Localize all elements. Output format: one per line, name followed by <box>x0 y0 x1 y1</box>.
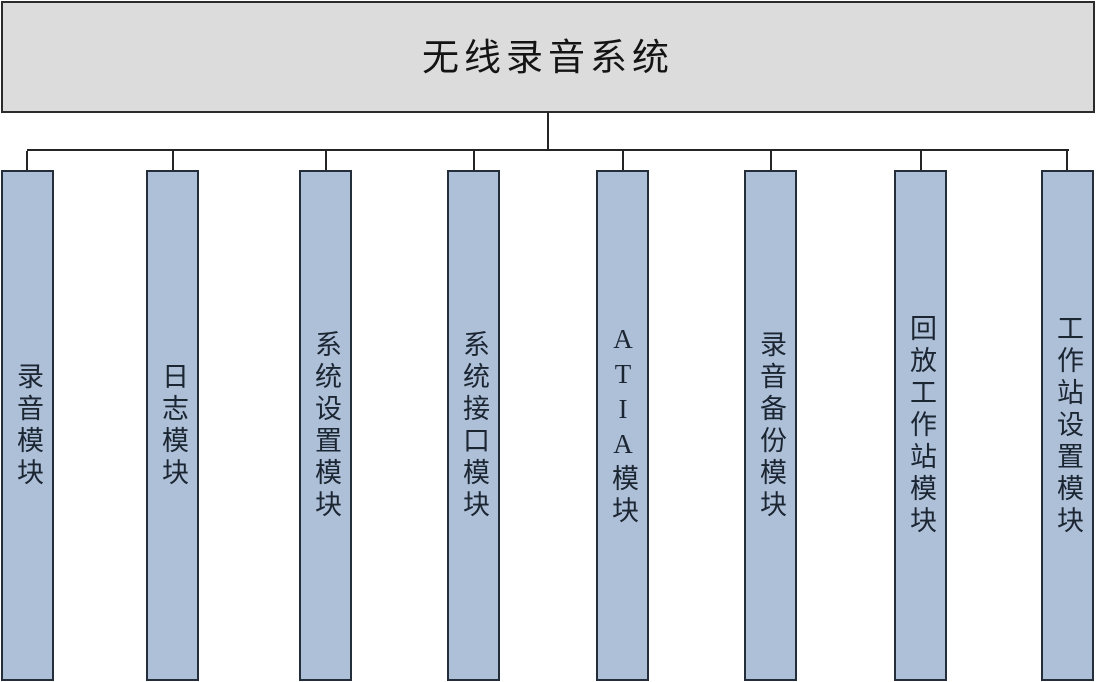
module-node-log: 日志模块 <box>146 170 199 681</box>
connector-stub-2 <box>172 151 174 170</box>
module-node-recording: 录音模块 <box>1 170 54 681</box>
module-node-playback-workstation: 回放工作站模块 <box>894 170 947 681</box>
connector-stub-7 <box>920 151 922 170</box>
connector-root-stub <box>547 112 549 151</box>
module-label: ATIA模块 <box>608 323 638 528</box>
module-node-recording-backup: 录音备份模块 <box>744 170 797 681</box>
module-label: 录音备份模块 <box>756 329 786 522</box>
connector-stub-8 <box>1066 151 1068 170</box>
module-label: 系统接口模块 <box>459 329 489 522</box>
root-node-title-box: 无线录音系统 <box>1 1 1095 113</box>
module-node-system-settings: 系统设置模块 <box>299 170 352 681</box>
connector-stub-5 <box>622 151 624 170</box>
diagram-title: 无线录音系统 <box>422 38 674 79</box>
connector-stub-1 <box>26 151 28 170</box>
connector-stub-4 <box>473 151 475 170</box>
module-label: 回放工作站模块 <box>906 313 936 538</box>
connector-stub-6 <box>770 151 772 170</box>
connector-stub-3 <box>325 151 327 170</box>
connector-horizontal-rail <box>27 149 1069 151</box>
module-label: 系统设置模块 <box>311 329 341 522</box>
module-label: 日志模块 <box>158 361 188 490</box>
module-label: 工作站设置模块 <box>1053 313 1083 538</box>
module-node-atia: ATIA模块 <box>596 170 649 681</box>
module-label: 录音模块 <box>13 361 43 490</box>
module-node-system-interface: 系统接口模块 <box>447 170 500 681</box>
module-node-workstation-settings: 工作站设置模块 <box>1041 170 1094 681</box>
